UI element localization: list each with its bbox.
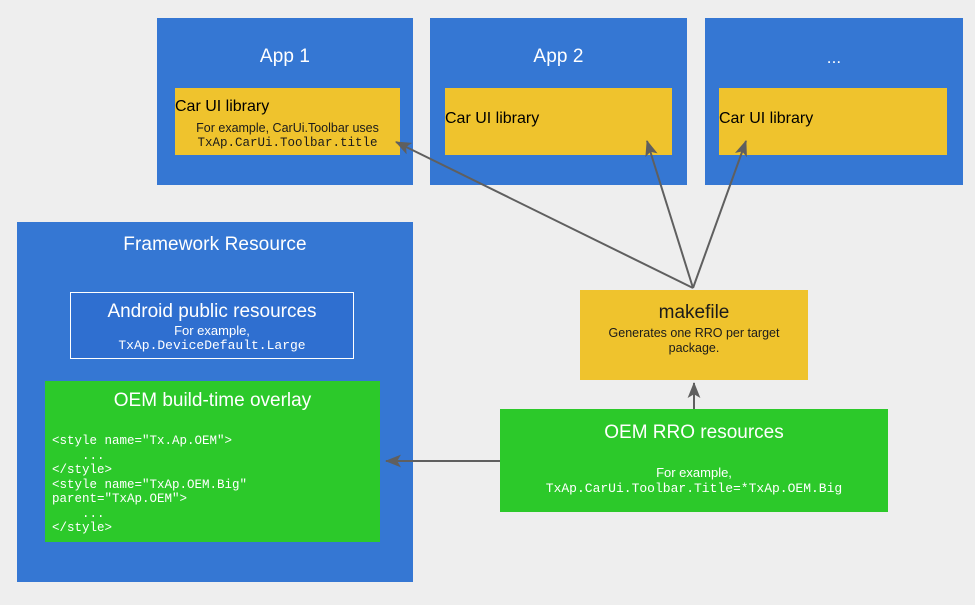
app-group-3-label: ... (826, 48, 842, 67)
oem-build-time-overlay-title: OEM build-time overlay (113, 390, 312, 411)
app-group-1-label: App 1 (259, 46, 311, 67)
oem-build-time-overlay-code: <style name="Tx.Ap.OEM"> ... </style> <s… (52, 434, 248, 535)
app-group-1: App 1 Car UI library For example, CarUi.… (157, 18, 413, 185)
android-public-resources-title: Android public resources (107, 301, 317, 322)
app-group-2: App 2 Car UI library (430, 18, 687, 185)
framework-resource-label: Framework Resource (123, 234, 307, 255)
car-ui-library-resource-ref-1: TxAp.CarUi.Toolbar.title (197, 136, 378, 150)
app-group-2-label: App 2 (533, 46, 584, 67)
android-public-resources-card: Android public resources For example, Tx… (70, 292, 354, 359)
car-ui-library-card-3: Car UI library (719, 88, 947, 155)
car-ui-library-card-2: Car UI library (445, 88, 672, 155)
car-ui-library-title-1: Car UI library (175, 98, 270, 115)
car-ui-library-example-line-1: For example, CarUi.Toolbar uses (196, 121, 379, 135)
car-ui-library-title-2: Car UI library (445, 110, 540, 127)
app-group-3: ... Car UI library (705, 18, 963, 185)
makefile-card: makefile Generates one RRO per target pa… (580, 290, 808, 380)
android-public-resources-example-line: For example, (174, 323, 250, 338)
oem-rro-resources-title: OEM RRO resources (604, 422, 784, 443)
oem-rro-resources-mapping: TxAp.CarUi.Toolbar.Title=*TxAp.OEM.Big (545, 481, 843, 496)
makefile-description-line-1: Generates one RRO per target (608, 326, 780, 340)
android-public-resources-resource-ref: TxAp.DeviceDefault.Large (118, 338, 306, 353)
makefile-description-line-2: package. (668, 341, 720, 355)
oem-rro-resources-example-line: For example, (656, 465, 732, 480)
oem-rro-resources-card: OEM RRO resources For example, TxAp.CarU… (500, 409, 888, 512)
framework-resource-group: Framework Resource Android public resour… (17, 222, 413, 582)
oem-build-time-overlay-card: OEM build-time overlay <style name="Tx.A… (45, 381, 380, 542)
car-ui-library-card-1: Car UI library For example, CarUi.Toolba… (175, 88, 400, 155)
car-ui-library-title-3: Car UI library (719, 110, 814, 127)
makefile-title: makefile (658, 302, 730, 323)
